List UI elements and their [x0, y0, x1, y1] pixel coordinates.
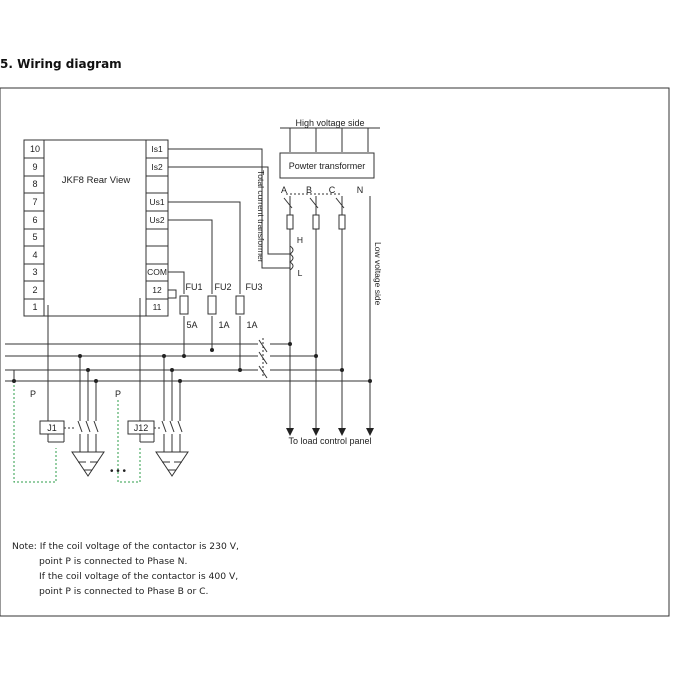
terminal-num-9: 9: [32, 162, 37, 172]
jkf8-rear-view: [23, 139, 169, 317]
section-heading: 5. Wiring diagram: [0, 57, 122, 71]
contactor-j1: [39, 420, 99, 435]
phase-a-label: A: [281, 185, 287, 195]
terminal-num-2: 2: [32, 285, 37, 295]
terminal-num-6: 6: [32, 215, 37, 225]
terminal-is2: Is2: [151, 162, 163, 172]
capacitor-bank-1: [71, 451, 105, 477]
fuse-fu3-rating: 1A: [246, 320, 257, 330]
terminal-11: 11: [153, 302, 162, 312]
terminal-num-8: 8: [32, 179, 37, 189]
terminal-num-5: 5: [32, 232, 37, 242]
ct-l-label: L: [298, 268, 303, 278]
terminal-12: 12: [152, 285, 162, 295]
terminal-com: COM: [147, 267, 167, 277]
fuse-fu2-label: FU2: [214, 282, 231, 292]
fuse-fu3-label: FU3: [245, 282, 262, 292]
note-line-1: Note: If the coil voltage of the contact…: [12, 541, 239, 552]
transformer-box: [279, 152, 375, 179]
note-line-3: If the coil voltage of the contactor is …: [39, 571, 239, 582]
terminal-us1: Us1: [149, 197, 164, 207]
phase-isolators: [283, 193, 345, 209]
diagram-frame: [0, 87, 670, 617]
terminal-us2: Us2: [149, 215, 164, 225]
fuse-fu1-label: FU1: [185, 282, 202, 292]
transformer-label: Powter transformer: [289, 161, 366, 171]
ct-h-label: H: [297, 235, 303, 245]
terminal-num-4: 4: [32, 250, 37, 260]
load-arrows: [286, 428, 374, 436]
wiring-lines: [5, 127, 380, 452]
phase-fuses: [286, 214, 346, 230]
terminal-num-1: 1: [32, 302, 37, 312]
p-label-1: P: [30, 389, 36, 399]
fuse-fu2-rating: 1A: [218, 320, 229, 330]
terminal-is1: Is1: [151, 144, 163, 154]
rear-view-label: JKF8 Rear View: [62, 175, 131, 186]
capacitor-bank-2: [155, 451, 189, 477]
note-line-4: point P is connected to Phase B or C.: [39, 586, 209, 597]
control-fuses: [179, 295, 245, 315]
current-transformer-label: Total current transformer: [256, 170, 266, 263]
ellipsis-dots: • • •: [110, 466, 127, 477]
fuse-fu1-rating: 5A: [186, 320, 197, 330]
terminal-num-10: 10: [30, 144, 40, 154]
junction-dots: [12, 342, 372, 383]
low-voltage-label: Low voltage side: [373, 242, 383, 306]
contactor-j12-label: J12: [134, 423, 149, 433]
high-voltage-label: High voltage side: [295, 118, 364, 128]
contactor-j12: [127, 420, 183, 435]
terminal-num-3: 3: [32, 267, 37, 277]
load-label: To load control panel: [288, 436, 371, 446]
phase-c-label: C: [329, 185, 336, 195]
phase-n-label: N: [357, 185, 364, 195]
terminal-num-7: 7: [32, 197, 37, 207]
note-line-2: point P is connected to Phase N.: [39, 556, 188, 567]
phase-b-label: B: [306, 185, 312, 195]
p-label-2: P: [115, 389, 121, 399]
current-transformer-coil: [289, 245, 294, 271]
contactor-j1-label: J1: [47, 423, 57, 433]
p-connection-dotted: [13, 381, 141, 483]
